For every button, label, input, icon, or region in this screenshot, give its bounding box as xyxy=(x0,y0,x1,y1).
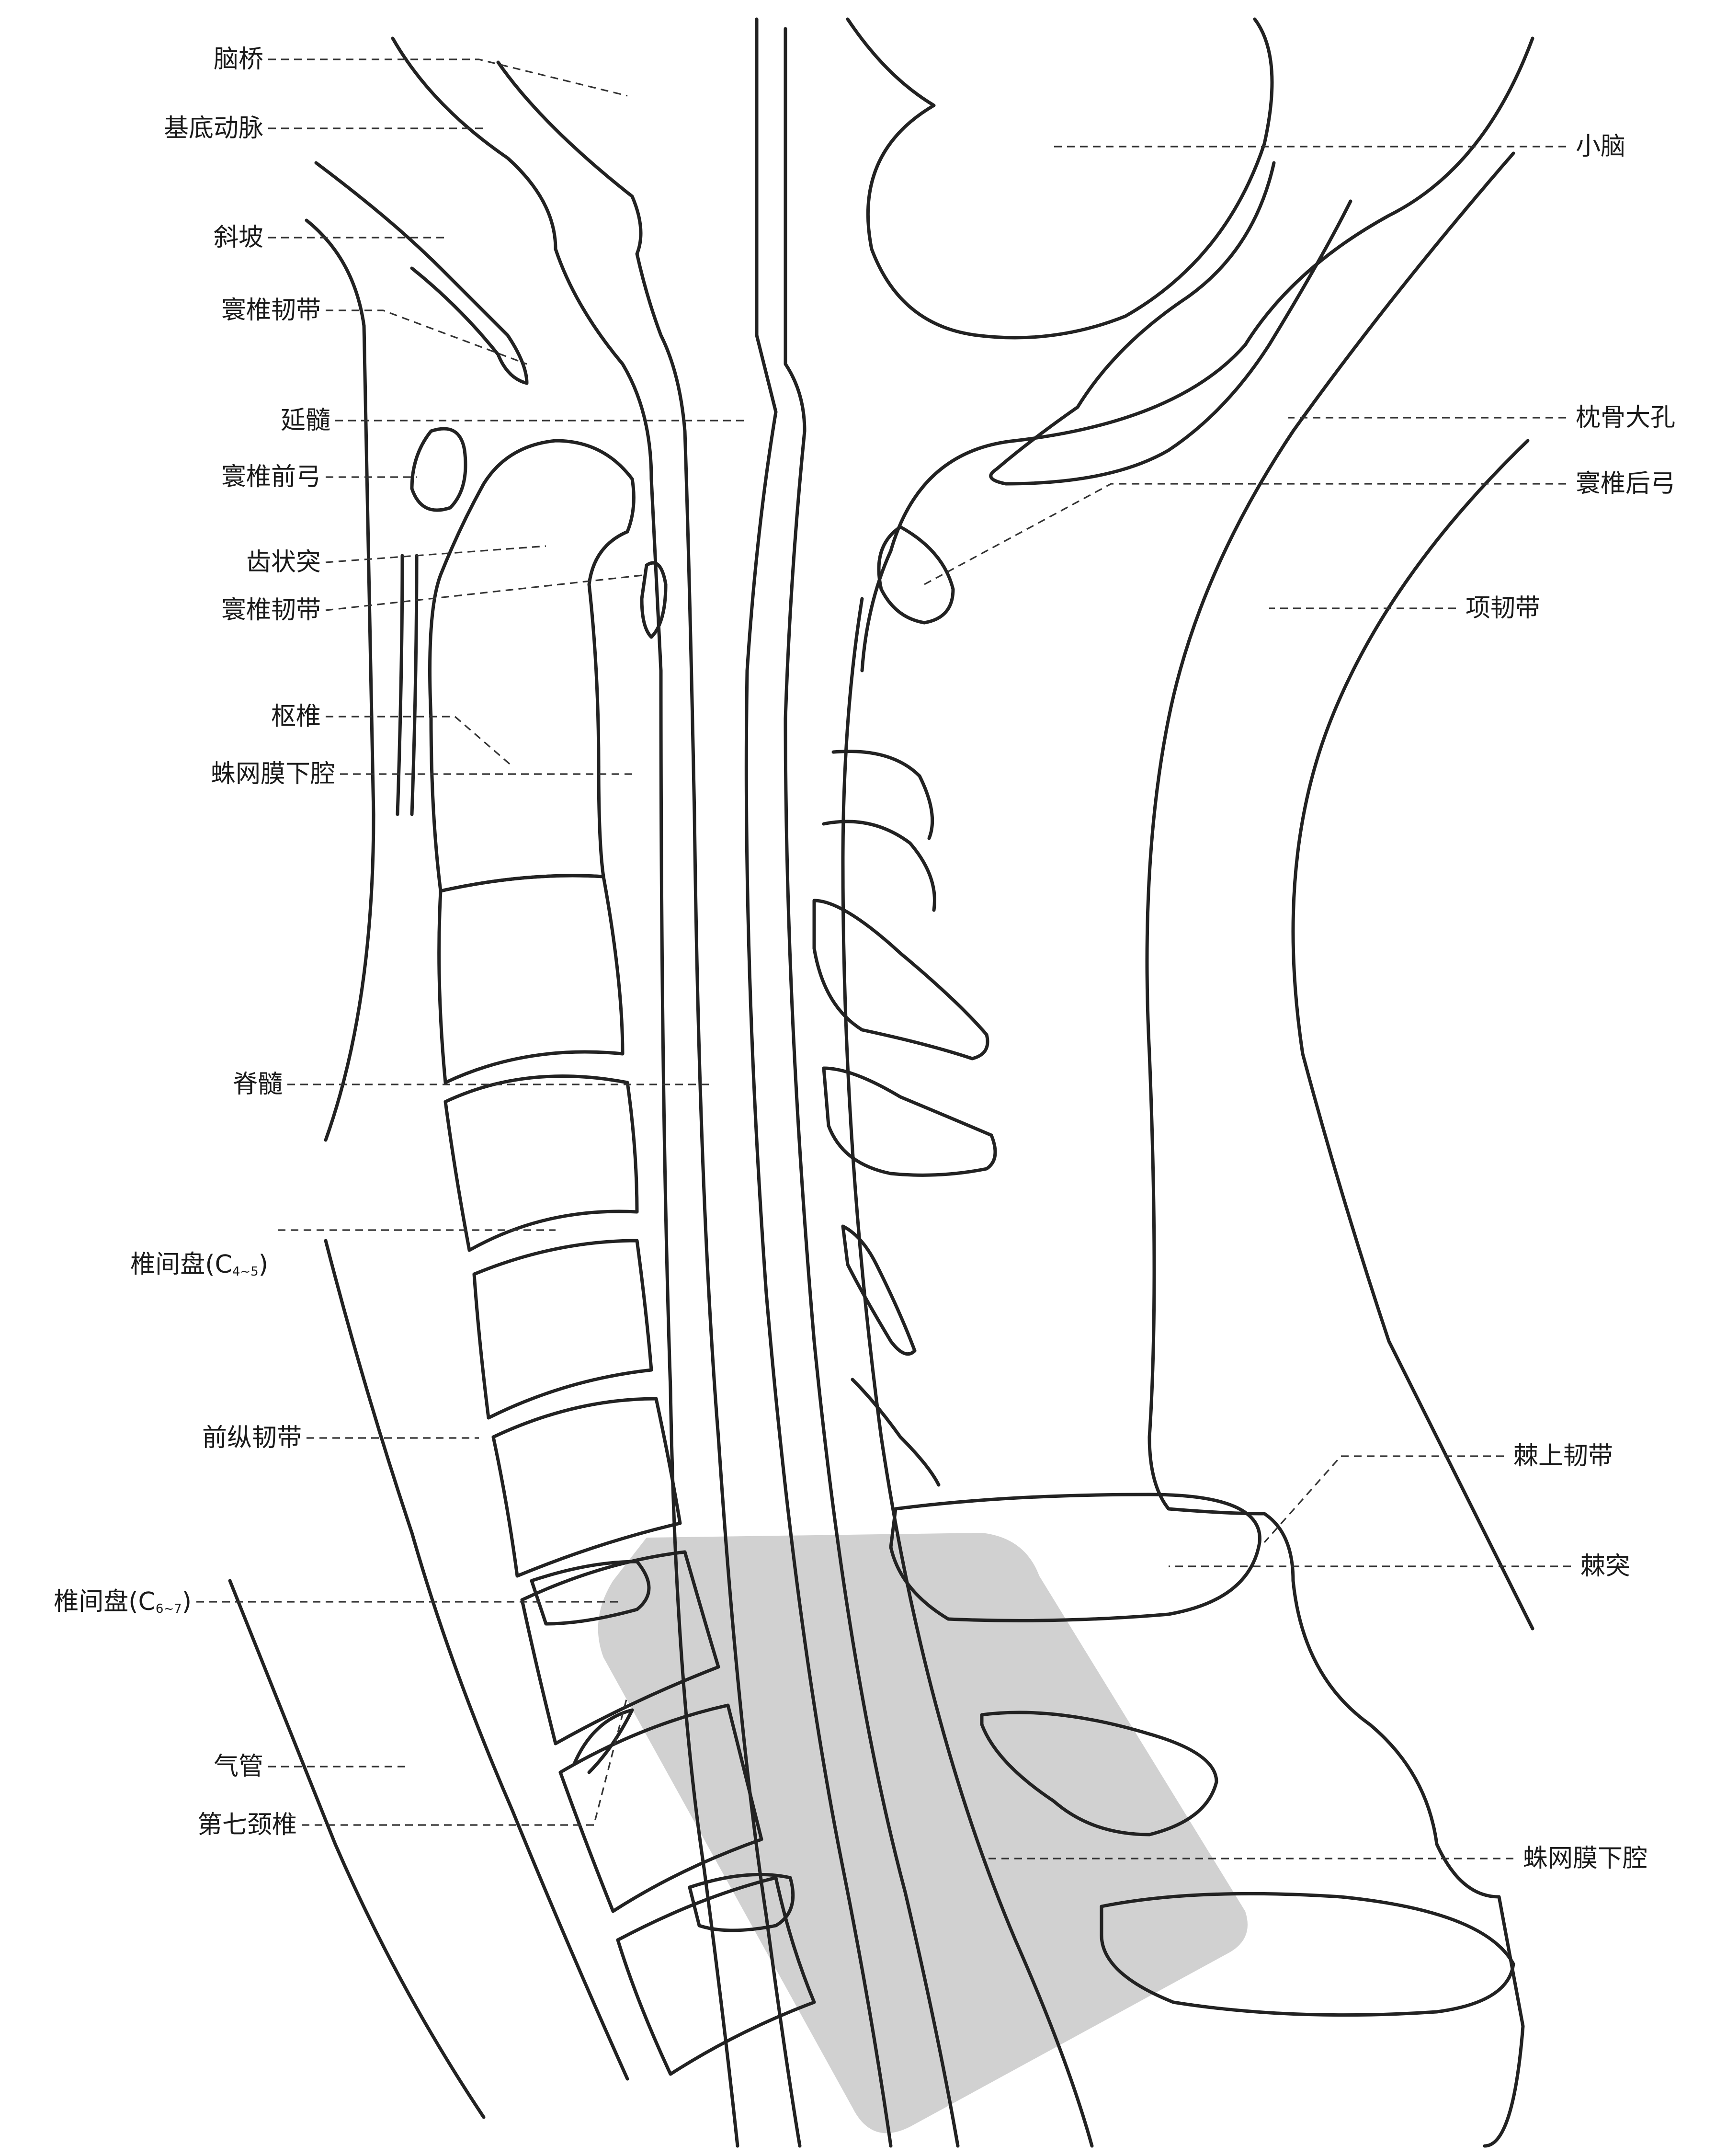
leader-atlas-ligament-1 xyxy=(326,310,527,364)
atlas-anterior-arch-shape xyxy=(412,429,466,510)
label-foramen-magnum: 枕骨大孔 xyxy=(1576,403,1675,432)
label-spinous-process: 棘突 xyxy=(1580,1552,1630,1581)
pharynx-inner-2 xyxy=(412,556,417,814)
label-anterior-longitudinal-ligament: 前纵韧带 xyxy=(96,1424,302,1452)
label-atlas-anterior-arch: 寰椎前弓 xyxy=(144,463,321,491)
occipital-outline xyxy=(862,38,1533,671)
leader-dens xyxy=(326,546,546,562)
label-basilar-artery: 基底动脉 xyxy=(96,114,263,143)
dens-ligament-oval xyxy=(642,563,666,637)
leader-axis xyxy=(326,717,512,766)
label-cerebellum: 小脑 xyxy=(1576,132,1625,161)
leader-pons xyxy=(268,59,627,96)
anterior-neck-line-2 xyxy=(230,1581,484,2117)
label-atlas-ligament-2: 寰椎韧带 xyxy=(144,596,321,625)
label-atlas-posterior-arch: 寰椎后弓 xyxy=(1576,469,1675,498)
spinous-process-c6 xyxy=(843,1226,915,1354)
pharynx-inner-1 xyxy=(398,556,402,814)
label-subarachnoid-right: 蛛网膜下腔 xyxy=(1523,1844,1647,1873)
label-disc-c67: 椎间盘(C6~7) xyxy=(5,1587,192,1623)
label-axis: 枢椎 xyxy=(144,702,321,731)
spinous-process-c4 xyxy=(814,901,988,1059)
label-medulla: 延髓 xyxy=(192,406,330,435)
spinous-process-c2 xyxy=(833,752,932,838)
label-atlas-ligament-1: 寰椎韧带 xyxy=(144,296,321,325)
label-supraspinous-ligament: 棘上韧带 xyxy=(1513,1442,1613,1471)
dens-axis-body xyxy=(430,441,634,891)
spinous-process-c3 xyxy=(824,821,934,910)
spinous-process-c6b xyxy=(852,1380,939,1485)
label-subarachnoid-left: 蛛网膜下腔 xyxy=(96,760,335,788)
cerebellum-outline xyxy=(848,19,1272,338)
vertebra-c4 xyxy=(445,1076,637,1250)
label-pons: 脑桥 xyxy=(144,45,263,74)
label-nuchal-ligament: 项韧带 xyxy=(1466,594,1540,623)
label-dens: 齿状突 xyxy=(144,548,321,577)
leader-atlas-ligament-2 xyxy=(326,575,647,610)
label-c7: 第七颈椎 xyxy=(96,1811,297,1839)
vertebra-c3 xyxy=(439,876,623,1083)
pharynx-wall xyxy=(307,220,374,1140)
anterior-neck-line-1 xyxy=(326,1241,627,2079)
vertebra-c5 xyxy=(474,1241,651,1418)
label-trachea: 气管 xyxy=(144,1752,263,1781)
brainstem-anterior-outline xyxy=(393,38,738,2146)
label-spinal-cord: 脊髓 xyxy=(144,1070,283,1099)
label-disc-c45: 椎间盘(C4~5) xyxy=(38,1250,268,1286)
label-clivus: 斜坡 xyxy=(144,223,263,252)
